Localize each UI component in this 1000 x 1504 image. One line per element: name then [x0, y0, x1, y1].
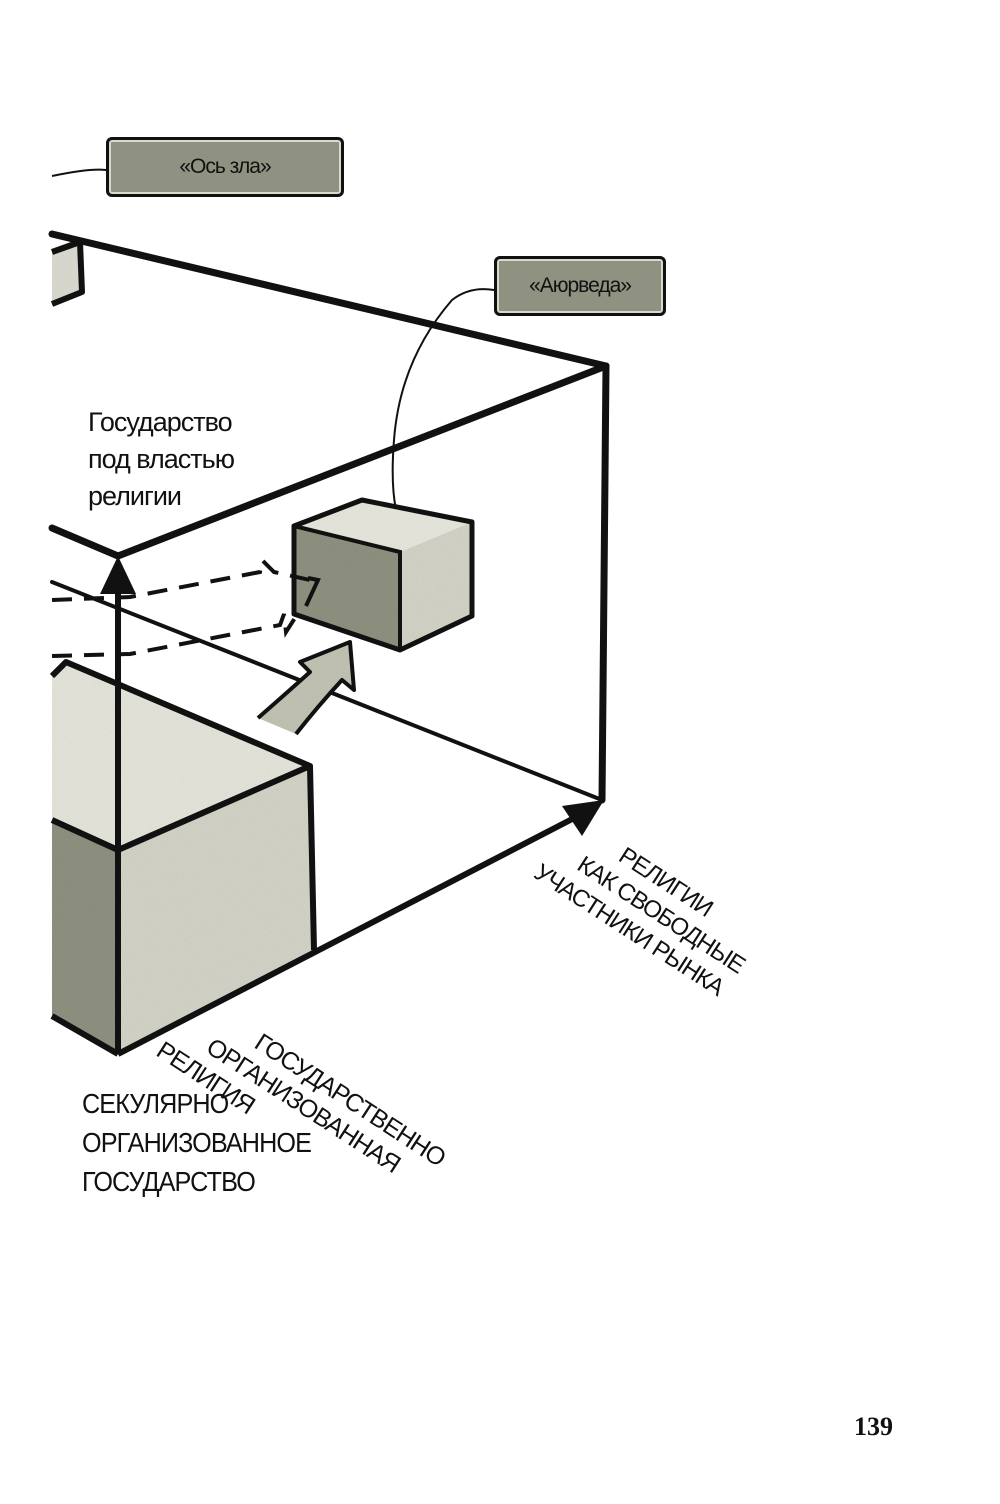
axis-label-line: СЕКУЛЯРНО [82, 1088, 229, 1119]
box-top-back-edge [48, 230, 610, 370]
leader-line-ayurveda [391, 288, 495, 519]
dashed-corner-mark [304, 576, 321, 607]
axis-label-state-under-religion: Государство под властью религии [88, 404, 235, 515]
box-right-vertical-edge [598, 362, 610, 804]
partial-cube-outline [50, 239, 85, 307]
box-top-left-edge [48, 524, 122, 560]
callout-ayurveda-text: «Аюрведа» [529, 274, 632, 297]
dashed-line-upper [51, 555, 311, 602]
callout-axis-of-evil-text: «Ось зла» [179, 155, 271, 178]
large-cube-top-back-edge [49, 659, 317, 951]
axis-label-line: религии [88, 481, 182, 511]
small-cube-outline [291, 497, 475, 653]
large-cube-bottom-left-edge [50, 1013, 120, 1057]
axis-label-line: Государство [88, 407, 233, 437]
axis-label-line: ОРГАНИЗОВАННОЕ [82, 1127, 312, 1158]
vertical-axis-arrowhead [100, 556, 136, 594]
leader-line-axis-of-evil [51, 168, 107, 177]
axis-label-line: ГОСУДАРСТВО [82, 1166, 256, 1197]
partial-cube-face [52, 242, 82, 304]
axis-label-line: под властью [88, 444, 235, 474]
movement-arrow-outline [256, 640, 356, 736]
callout-ayurveda: «Аюрведа» [494, 256, 666, 316]
box-top-front-edge [114, 362, 610, 560]
callout-axis-of-evil: «Ось зла» [106, 137, 344, 197]
movement-arrow [256, 640, 356, 736]
partial-cube-top-left [50, 239, 85, 307]
movement-arrow-body [258, 642, 354, 734]
small-cube-ayurveda [291, 497, 475, 653]
page-number: 139 [854, 1412, 893, 1441]
large-cube-front-face [52, 820, 118, 1054]
large-cube-side-face [118, 766, 314, 1054]
small-cube-side-face [400, 522, 472, 650]
dashed-projection-lines [51, 555, 321, 658]
small-cube-front-face [294, 526, 400, 650]
small-cube-top-face [294, 500, 472, 552]
horizontal-axis-line [116, 813, 580, 1057]
horizontal-axis-arrowhead [562, 800, 604, 836]
axis-label-secular-state: СЕКУЛЯРНО ОРГАНИЗОВАННОЕ ГОСУДАРСТВО [82, 1084, 312, 1201]
small-cube-inner-edges [293, 524, 402, 650]
